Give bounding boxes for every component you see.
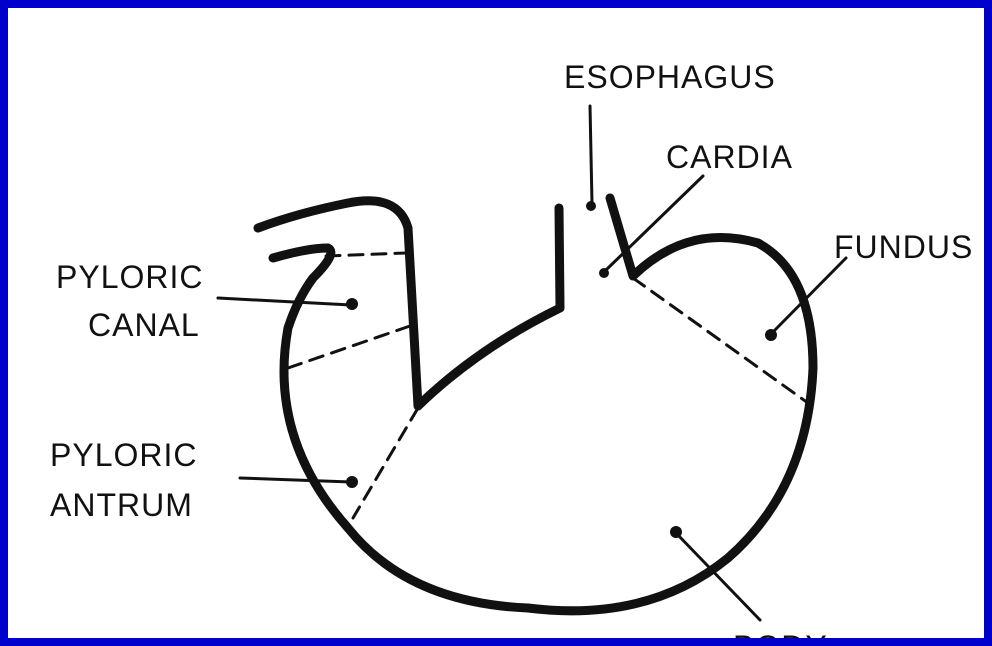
- cardia-fundus-boundary: [633, 278, 808, 403]
- pyloric-antrum-label-line1: PYLORIC: [50, 437, 197, 473]
- esophagus-label: ESOPHAGUS: [564, 59, 776, 95]
- pyloric-canal-lower-boundary: [288, 326, 410, 368]
- pyloric-antrum-marker-dot: [346, 476, 358, 488]
- cardia-marker-dot: [599, 268, 609, 278]
- pyloric-antrum-leader-line: [240, 478, 351, 482]
- pyloric-canal-leader-line: [218, 298, 351, 305]
- body-label: BODY: [733, 629, 828, 646]
- fundus-marker-dot: [765, 329, 777, 341]
- cardia-label: CARDIA: [666, 139, 793, 175]
- pyloric-canal-upper-boundary: [326, 253, 406, 256]
- esophagus-leader-line: [590, 106, 592, 203]
- pyloric-canal-label-line2: CANAL: [88, 307, 200, 343]
- greater-curvature-outline: [273, 198, 813, 611]
- esophagus-marker-dot: [586, 201, 596, 211]
- pyloric-canal-marker-dot: [346, 298, 358, 310]
- antrum-body-boundary: [353, 408, 418, 518]
- pyloric-canal-label-line1: PYLORIC: [56, 259, 203, 295]
- stomach-diagram: ESOPHAGUS CARDIA FUNDUS PYLORIC CANAL PY…: [8, 8, 992, 646]
- fundus-label: FUNDUS: [834, 229, 973, 265]
- body-marker-dot: [670, 526, 682, 538]
- pyloric-antrum-label-line2: ANTRUM: [50, 487, 193, 523]
- body-leader-line: [676, 533, 760, 620]
